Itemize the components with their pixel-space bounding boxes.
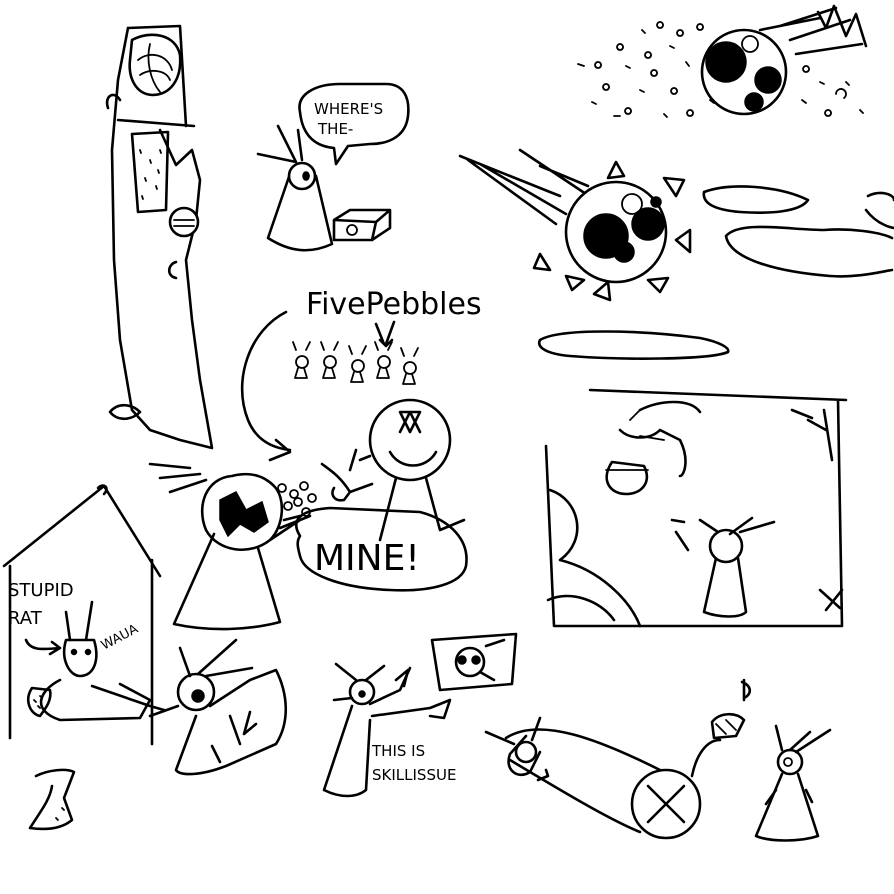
five-pebbles-group: FivePebbles bbox=[292, 287, 482, 385]
meteor-top-right bbox=[577, 4, 868, 118]
skill-line-this: THIS IS bbox=[371, 742, 425, 760]
spiky-moon bbox=[458, 148, 894, 360]
rat-label-stupid: STUPID bbox=[8, 580, 74, 601]
mine-scene: MINE! bbox=[148, 398, 468, 631]
framed-scene bbox=[544, 388, 848, 628]
wheres-the-scene: WHERE'S THE- bbox=[256, 82, 410, 252]
speech-line-the: THE- bbox=[317, 120, 353, 138]
rat-label-waua: WAUA bbox=[99, 622, 141, 654]
skill-line-skillissue: SKILLISSUE bbox=[372, 766, 456, 784]
capsule-pod-figure bbox=[105, 24, 214, 450]
stupid-rat-scene: STUPID RAT WAUA bbox=[2, 484, 166, 746]
mine-shout: MINE! bbox=[314, 538, 420, 579]
skillissue-scene: THIS IS SKILLISSUE bbox=[322, 632, 518, 798]
speech-line-wheres: WHERE'S bbox=[314, 100, 383, 118]
swoop-arrow bbox=[240, 310, 292, 462]
five-pebbles-label: FivePebbles bbox=[306, 287, 482, 322]
cannon-scene bbox=[484, 678, 832, 842]
corner-doodle bbox=[28, 768, 76, 831]
screaming-figure bbox=[148, 638, 288, 776]
rat-label-rat: RAT bbox=[8, 608, 43, 629]
